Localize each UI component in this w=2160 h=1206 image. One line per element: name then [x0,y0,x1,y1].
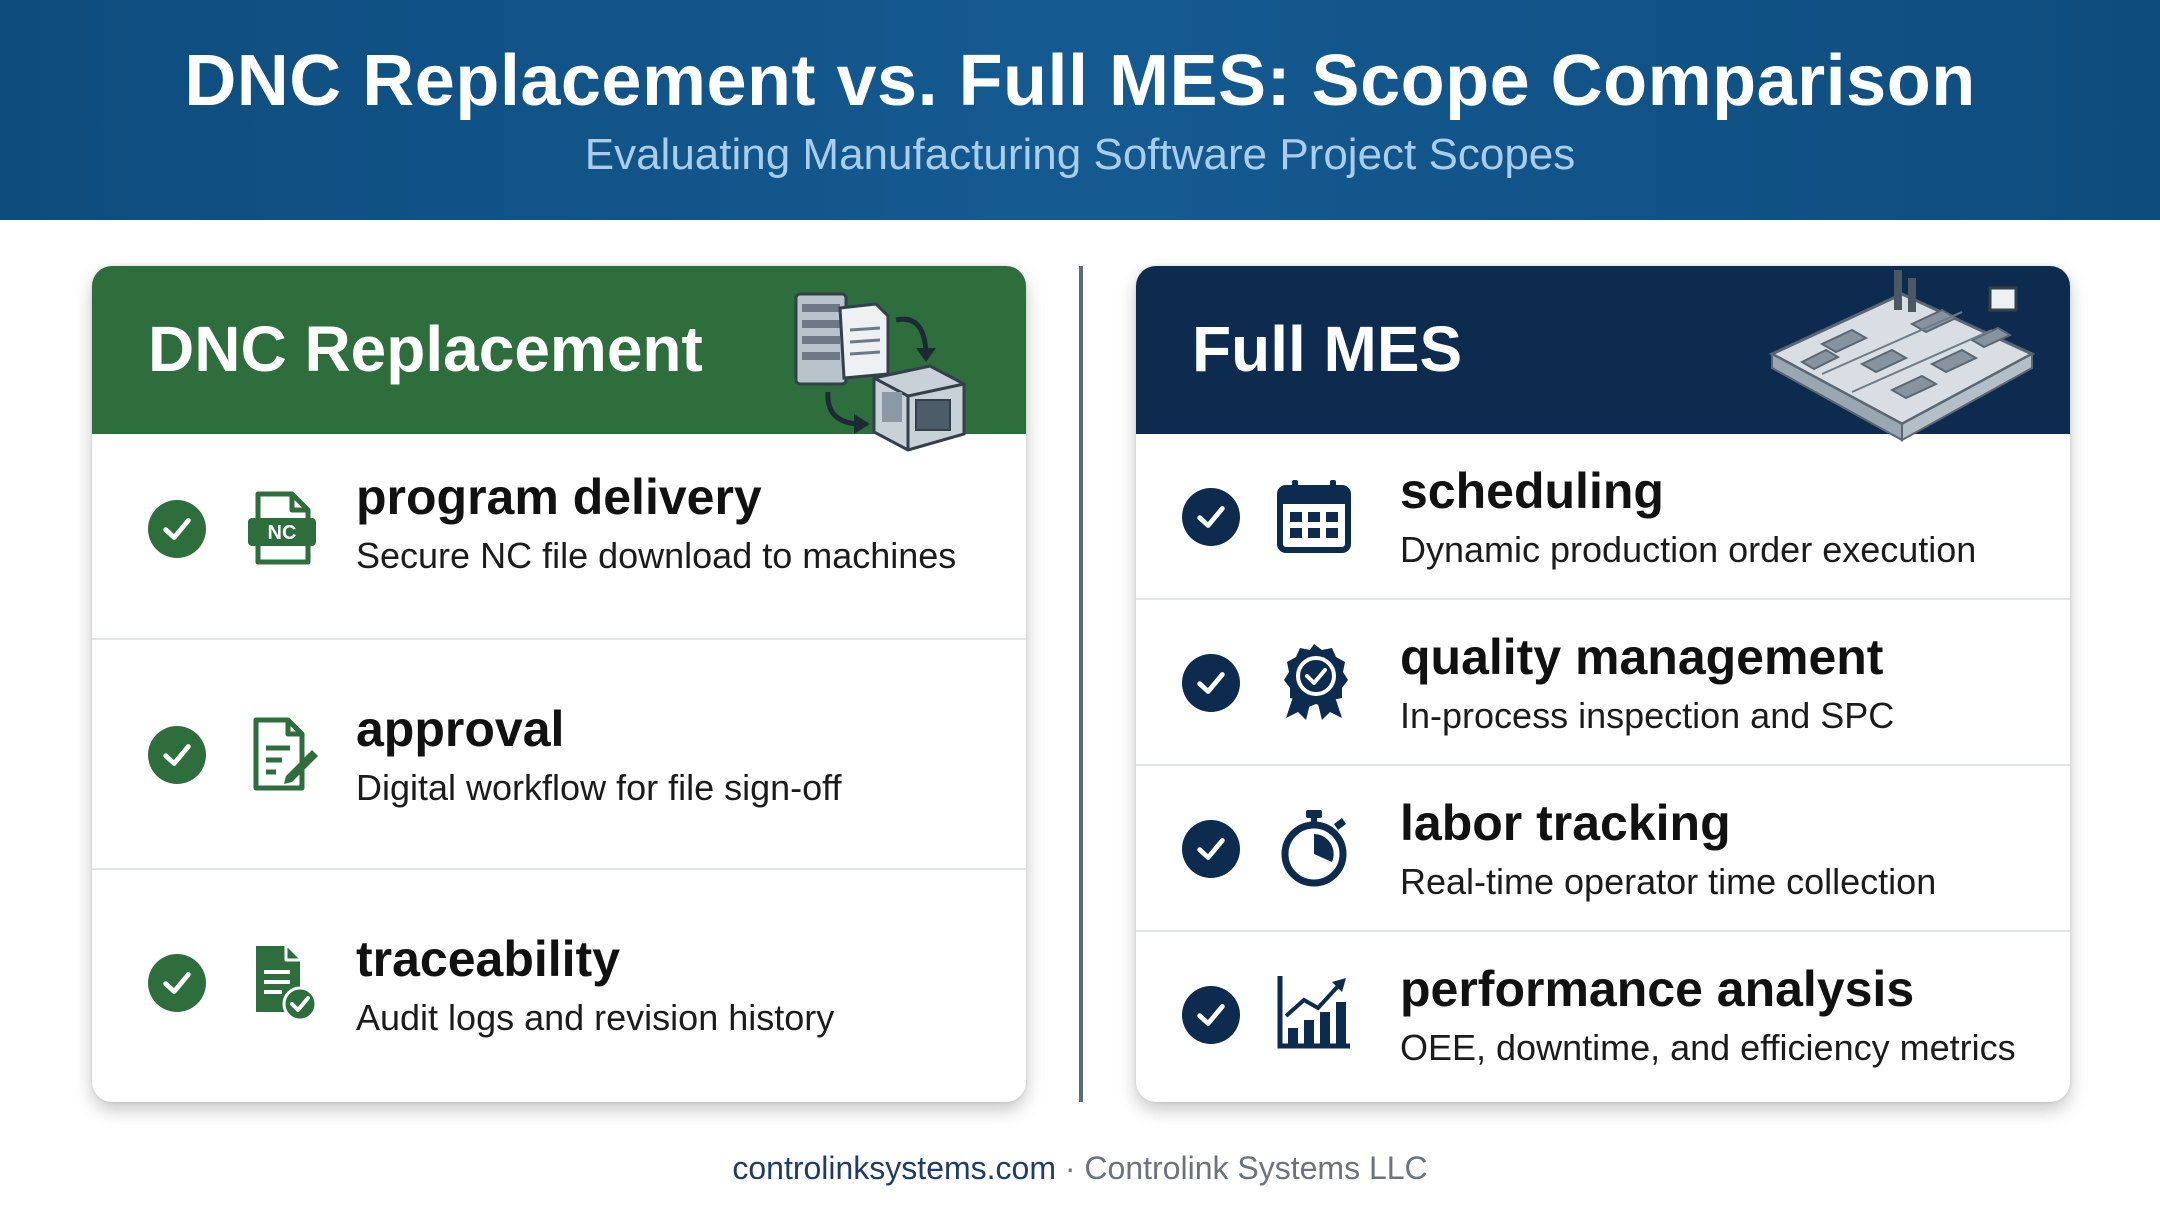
list-item: approval Digital workflow for file sign-… [92,640,1026,870]
check-icon [1182,820,1240,878]
feature-title: scheduling [1400,463,1664,519]
feature-title: labor tracking [1400,795,1731,851]
list-item: scheduling Dynamic production order exec… [1136,434,2070,600]
calendar-icon [1277,480,1351,553]
check-icon [148,726,206,784]
website-link[interactable]: controlinksystems.com [732,1150,1056,1186]
bar-chart-trend-icon [1277,976,1350,1049]
mes-card-header: Full MES [1136,266,2070,442]
feature-title: traceability [356,931,621,987]
feature-title: quality management [1400,629,1884,685]
mes-card-title: Full MES [1192,313,1463,385]
check-icon [148,500,206,558]
list-item: NC program delivery Secure NC file downl… [92,434,1026,640]
check-icon [1182,488,1240,546]
footer-separator: · [1064,1150,1076,1186]
feature-description: OEE, downtime, and efficiency metrics [1400,1027,2016,1068]
dnc-card-header: DNC Replacement [92,266,1026,452]
file-transfer-to-cnc-machine-icon [794,292,966,452]
dnc-feature-list: NC program delivery Secure NC file downl… [92,434,1026,1100]
feature-description: In-process inspection and SPC [1400,695,1895,736]
nc-file-icon: NC [248,491,316,565]
isometric-factory-floor-icon [1768,270,2036,442]
check-icon [1182,986,1240,1044]
document-edit-icon [253,717,318,791]
feature-description: Secure NC file download to machines [356,535,957,576]
check-icon [148,954,206,1012]
svg-text:NC: NC [268,522,297,544]
quality-badge-icon [1284,644,1348,720]
document-check-icon [256,946,318,1022]
feature-description: Real-time operator time collection [1400,861,1937,902]
stopwatch-icon [1281,810,1347,887]
feature-title: performance analysis [1400,961,1915,1017]
feature-title: program delivery [356,469,762,525]
page-subtitle: Evaluating Manufacturing Software Projec… [584,130,1576,179]
full-mes-card: Full MES [1136,266,2070,1102]
feature-description: Audit logs and revision history [356,997,835,1038]
column-divider [1079,266,1083,1102]
list-item: labor tracking Real-time operator time c… [1136,766,2070,932]
feature-description: Digital workflow for file sign-off [356,767,842,808]
dnc-card-title: DNC Replacement [148,313,703,385]
page-title: DNC Replacement vs. Full MES: Scope Comp… [184,41,1976,121]
page-header: DNC Replacement vs. Full MES: Scope Comp… [0,0,2160,220]
feature-title: approval [356,701,565,757]
list-item: quality management In-process inspection… [1136,600,2070,766]
page-footer: controlinksystems.com · Controlink Syste… [0,1150,2160,1187]
list-item: performance analysis OEE, downtime, and … [1136,932,2070,1100]
mes-feature-list: scheduling Dynamic production order exec… [1136,434,2070,1100]
dnc-replacement-card: DNC Replacement [92,266,1026,1102]
check-icon [1182,654,1240,712]
list-item: traceability Audit logs and revision his… [92,870,1026,1100]
feature-description: Dynamic production order execution [1400,529,1977,570]
company-name: Controlink Systems LLC [1084,1150,1428,1186]
